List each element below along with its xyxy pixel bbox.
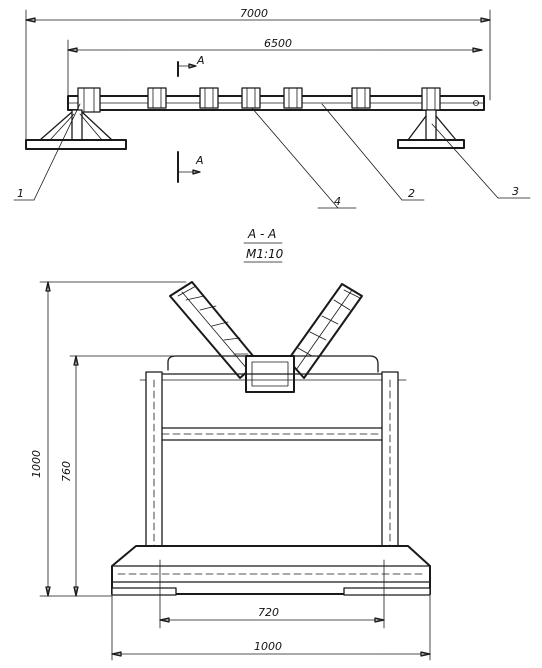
right-struts [407, 115, 457, 141]
roller [283, 87, 303, 109]
leader-4 [251, 107, 339, 209]
dim-label-6500: 6500 [264, 37, 292, 50]
right-arm-rollers [297, 289, 361, 357]
roller [351, 87, 371, 109]
roller [147, 87, 167, 109]
roller-row [77, 87, 441, 113]
section-a-a: 1000 760 [30, 281, 431, 661]
section-mark-bottom: A [177, 151, 204, 183]
dim-label-1000w: 1000 [254, 640, 282, 653]
left-support [25, 109, 127, 150]
dim-arrows-760 [73, 355, 79, 597]
right-support [397, 109, 465, 149]
side-elevation: 7000 6500 [13, 7, 531, 209]
callout-1: 1 [17, 187, 24, 200]
roller [77, 87, 101, 113]
dim-arrows-1000w [111, 651, 431, 657]
section-scale: M1:10 [246, 247, 284, 261]
dim-arrows-6500 [67, 47, 483, 53]
section-label-bottom: A [195, 154, 204, 167]
section-arrowhead [188, 63, 197, 69]
callout-3: 3 [512, 185, 519, 198]
left-base-plate [25, 139, 127, 150]
section-arrowhead [192, 169, 201, 175]
dim-label-1000: 1000 [30, 450, 43, 478]
left-struts [39, 111, 113, 141]
roller [241, 87, 261, 109]
callout-4: 4 [334, 195, 341, 208]
leader-1 [33, 103, 81, 201]
left-strut-inner [49, 113, 103, 141]
section-label-top: A [196, 54, 205, 67]
leader-2 [321, 103, 403, 201]
section-mark-top: A [177, 54, 205, 77]
left-frame-post [145, 371, 163, 563]
right-frame-post [381, 371, 399, 563]
dim-label-720: 720 [258, 606, 279, 619]
right-arm-axis [295, 289, 353, 371]
base-foot-left [111, 587, 177, 596]
roller [421, 87, 441, 111]
top-cover [167, 355, 379, 373]
roller [199, 87, 219, 109]
dim-arrows-7000 [25, 17, 491, 23]
right-roller-arm [287, 283, 363, 379]
base-foot-right [343, 587, 431, 596]
leader-3 [431, 123, 499, 199]
dim-arrows-1000 [45, 281, 51, 597]
section-name: A - A [247, 227, 276, 241]
beam-end-hole [473, 100, 479, 106]
dim-label-7000: 7000 [240, 7, 268, 20]
right-post [425, 109, 437, 141]
left-arm-axis [181, 291, 249, 371]
section-title: A - A M1:10 [243, 227, 284, 263]
right-base-plate [397, 139, 465, 149]
v-roller-arms [169, 281, 363, 379]
dim-arrows-720 [159, 617, 385, 623]
left-arm-rollers [177, 285, 249, 355]
dim-label-760: 760 [60, 461, 73, 482]
callout-2: 2 [408, 187, 415, 200]
callout-leaders: 1 4 2 3 [13, 103, 531, 209]
